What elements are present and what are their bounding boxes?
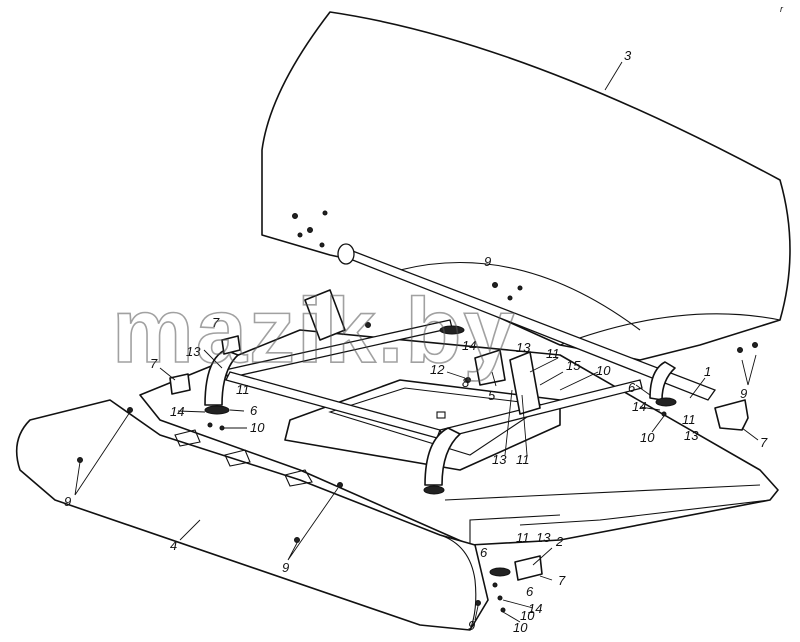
callout-10-right: 10	[640, 430, 655, 445]
callout-13-front: 13	[536, 530, 551, 545]
pad-left	[204, 405, 230, 415]
callout-10-center: 10	[596, 363, 611, 378]
hatch-square-mark	[436, 411, 446, 419]
front-fairing	[15, 399, 489, 631]
callout-6-front-b: 6	[526, 584, 534, 599]
bracket-left-upper	[221, 335, 241, 355]
callout-7-right: 7	[760, 435, 768, 450]
bracket-front-right	[514, 555, 543, 581]
callout-15: 15	[566, 358, 581, 373]
callout-6-left: 6	[250, 403, 258, 418]
front-fairing-end	[439, 534, 477, 631]
callout-10-front-b: 10	[520, 608, 535, 623]
callout-9-left: 9	[64, 494, 71, 509]
callout-10-left: 10	[250, 420, 265, 435]
callout-4: 4	[170, 538, 177, 553]
callout-13-hatch: 13	[492, 452, 507, 467]
corner-mark: r	[780, 4, 784, 14]
leader-lines	[74, 61, 759, 623]
roof-panel-edge	[444, 484, 771, 545]
pad-center	[439, 325, 465, 335]
callout-9-top: 9	[484, 254, 491, 269]
callout-11-hatch: 11	[516, 452, 530, 467]
callout-11-left: 11	[236, 382, 250, 397]
main-tube-end	[337, 243, 355, 265]
callout-9-front: 9	[468, 618, 475, 633]
callout-14-center: 14	[462, 338, 476, 353]
callout-11-center: 11	[546, 346, 560, 361]
hinge-plate-12	[304, 289, 346, 341]
callout-9-right: 9	[740, 386, 747, 401]
callout-13-right: 13	[684, 428, 699, 443]
pad-front	[423, 485, 445, 495]
callout-1: 1	[704, 364, 711, 379]
arch-support-front	[424, 427, 461, 486]
plate-13	[509, 351, 541, 415]
arch-support-rear	[649, 361, 676, 401]
plate-5	[474, 349, 506, 386]
callout-11-front: 11	[516, 530, 530, 545]
front-fairing-brackets	[174, 429, 313, 487]
callout-11-right: 11	[682, 412, 696, 427]
callout-7-left-upper: 7	[212, 315, 220, 330]
upper-spoiler-edge	[399, 261, 781, 346]
callout-9-center: 9	[282, 560, 289, 575]
callout-3: 3	[624, 48, 632, 63]
watermark: mazik.by	[112, 280, 517, 382]
callout-12: 12	[430, 362, 445, 377]
callout-13-center: 13	[516, 340, 531, 355]
bracket-right-rear	[714, 399, 749, 431]
pad-rear	[655, 397, 677, 407]
bracket-left-lower	[169, 373, 191, 395]
callout-10-front-a: 10	[513, 620, 528, 635]
callout-6-rear: 6	[628, 380, 636, 395]
upper-spoiler	[261, 11, 791, 361]
callout-6-front-a: 6	[480, 545, 488, 560]
callout-14-right: 14	[632, 399, 646, 414]
callout-2: 2	[555, 534, 564, 549]
pad-front-right	[489, 567, 511, 577]
callout-7-left-lower: 7	[150, 356, 158, 371]
callout-8: 8	[462, 375, 470, 390]
callout-13-left: 13	[186, 344, 201, 359]
callout-5: 5	[488, 388, 496, 403]
callout-14-left: 14	[170, 404, 184, 419]
callout-7-front: 7	[558, 573, 566, 588]
callout-14-front: 14	[528, 601, 542, 616]
